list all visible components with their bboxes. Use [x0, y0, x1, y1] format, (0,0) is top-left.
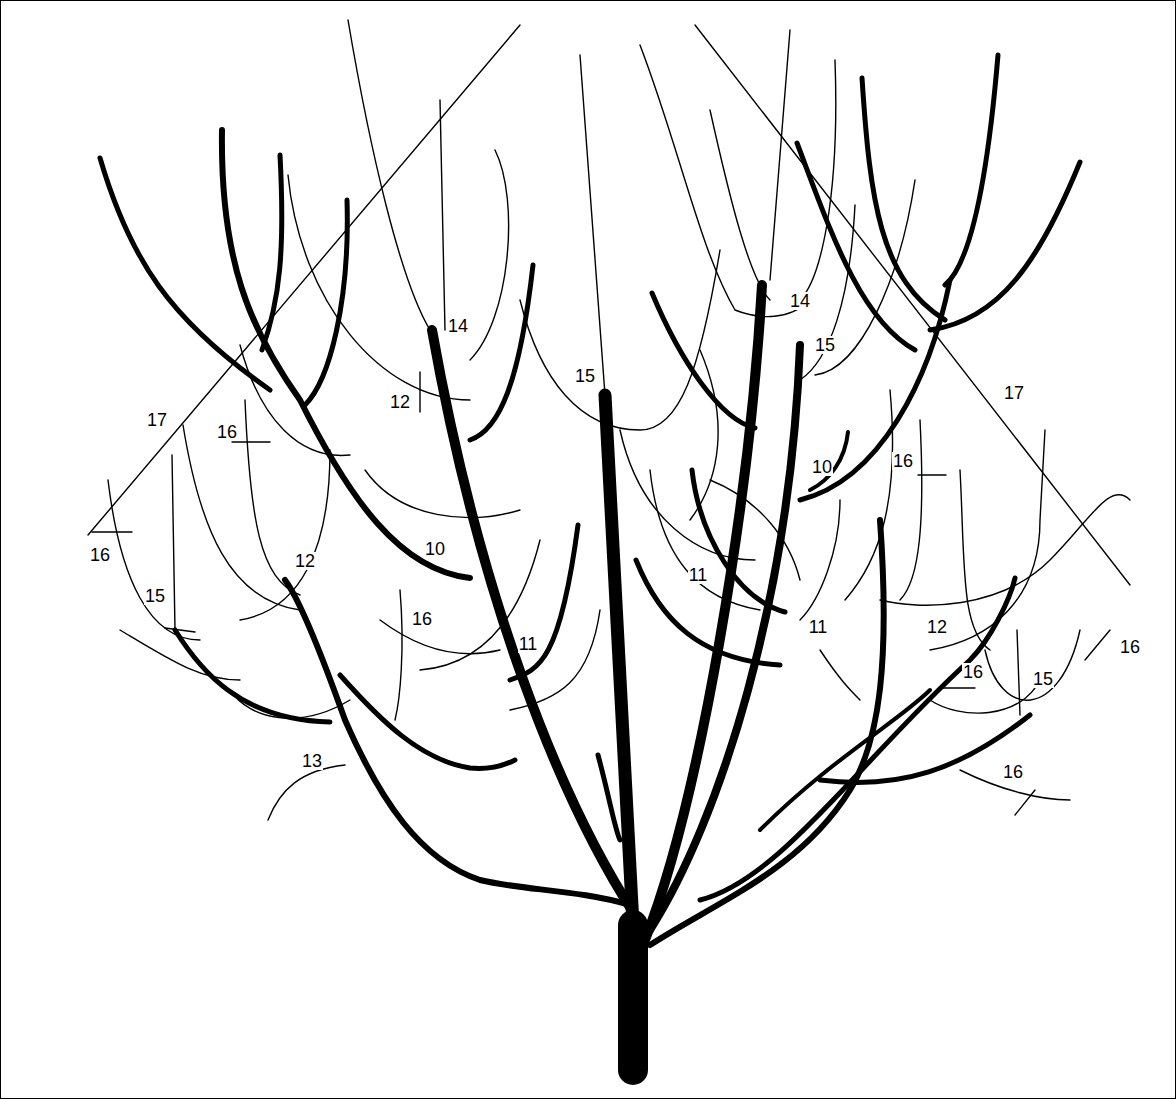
callout-number: 12: [389, 393, 411, 411]
callout-number: 15: [144, 587, 166, 605]
callout-number: 16: [1119, 638, 1141, 656]
callout-number: 16: [216, 423, 238, 441]
callout-number: 13: [301, 752, 323, 770]
callout-number: 16: [89, 546, 111, 564]
callout-number: 10: [811, 458, 833, 476]
callout-number: 17: [146, 411, 168, 429]
callout-number: 17: [1003, 384, 1025, 402]
callout-number: 14: [447, 317, 469, 335]
callout-number: 11: [808, 618, 829, 636]
callout-number: 14: [789, 292, 811, 310]
callout-number: 16: [1002, 763, 1024, 781]
callout-number: 11: [688, 566, 709, 584]
callout-number: 15: [814, 336, 836, 354]
callout-number: 16: [892, 452, 914, 470]
callout-number: 15: [1032, 670, 1054, 688]
callout-number: 16: [411, 610, 433, 628]
callout-number: 16: [962, 663, 984, 681]
callout-number: 11: [518, 635, 539, 653]
callout-number: 15: [574, 367, 596, 385]
callout-number: 12: [926, 618, 948, 636]
callout-number: 12: [294, 552, 316, 570]
callout-number: 10: [424, 540, 446, 558]
